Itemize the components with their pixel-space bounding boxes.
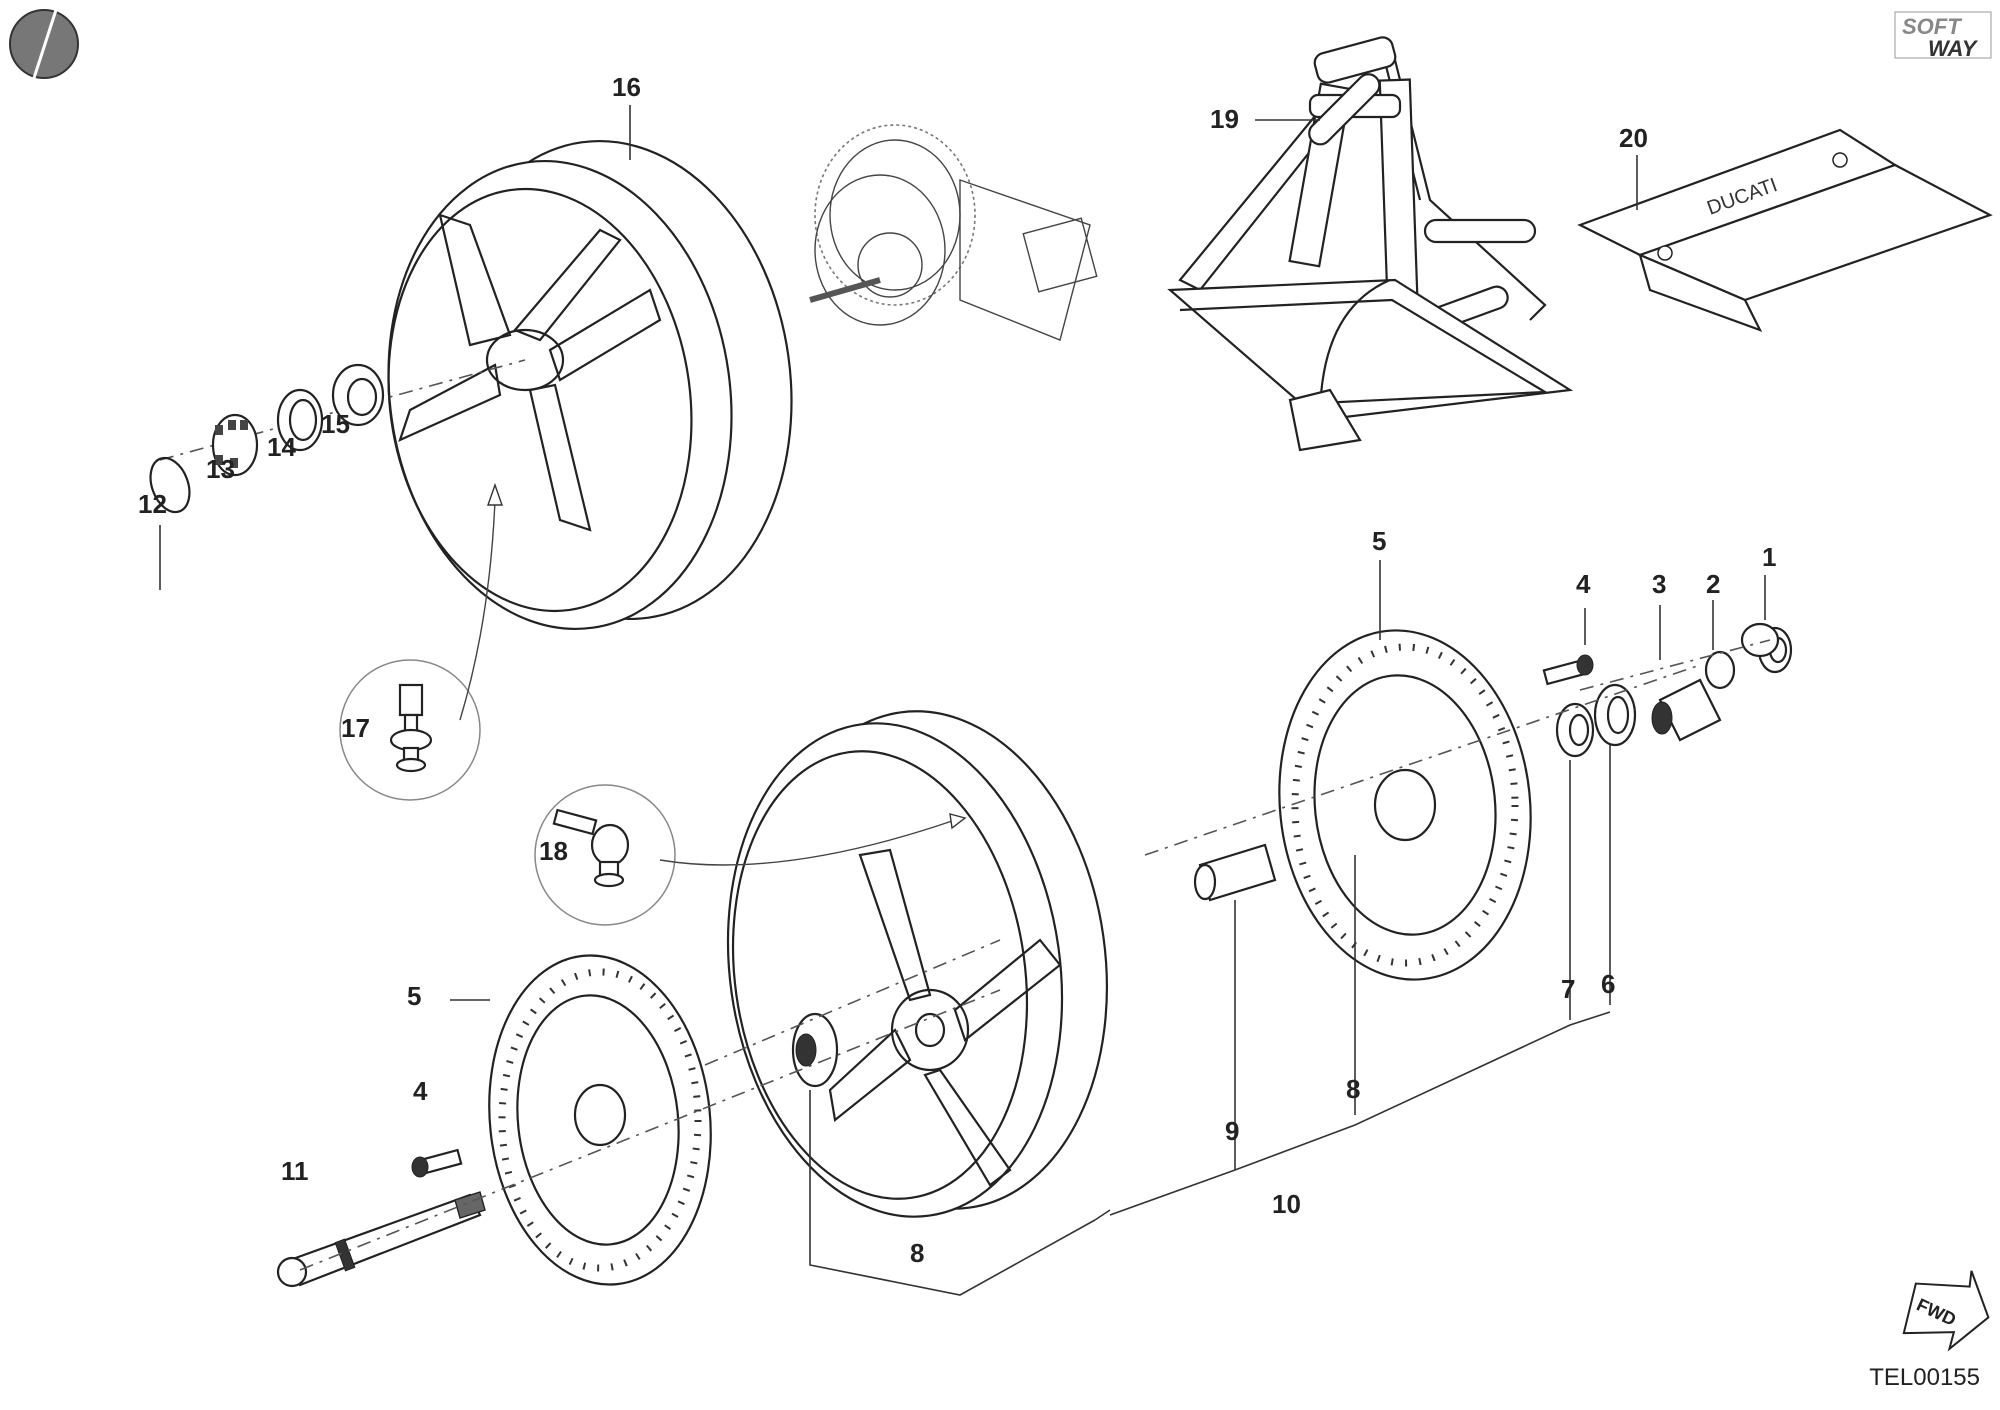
callout-2: 2 [1706, 569, 1720, 599]
valve-detail-18 [534, 784, 967, 926]
group-leaders [809, 745, 1611, 1296]
callout-7: 7 [1561, 974, 1575, 1004]
front-wheel [726, 710, 1109, 1218]
front-axle [276, 1191, 486, 1288]
callout-12: 12 [138, 489, 167, 519]
softway-logo: SOFT WAY [1894, 11, 1992, 61]
callout-4-right: 4 [1576, 569, 1591, 599]
callout-14: 14 [267, 432, 296, 462]
callout-leaders [159, 105, 1766, 1001]
rear-wheel [387, 139, 793, 631]
center-lines [299, 639, 1771, 1271]
stand-cover: DUCATI [1577, 128, 1993, 332]
callout-20: 20 [1619, 123, 1648, 153]
paddock-stand [1167, 36, 1574, 452]
callout-1: 1 [1762, 542, 1776, 572]
callout-3: 3 [1652, 569, 1666, 599]
callout-8-left: 8 [910, 1238, 924, 1268]
callout-17: 17 [341, 713, 370, 743]
callout-15: 15 [321, 409, 350, 439]
rear-axle-parts [149, 359, 526, 514]
disc-bolts [411, 654, 1594, 1178]
callout-5-left: 5 [407, 981, 421, 1011]
logo-text-top: SOFT [1902, 14, 1962, 39]
callout-16: 16 [612, 72, 641, 102]
right-side-spacers [1555, 622, 1793, 758]
front-right-disc [1278, 629, 1532, 981]
callout-numbers: 1 2 3 4 4 5 5 6 7 8 8 9 10 11 12 13 14 1… [138, 72, 1776, 1268]
callout-5-right: 5 [1372, 526, 1386, 556]
badge-icon [9, 9, 79, 79]
rear-sprocket-assembly [809, 124, 1098, 341]
callout-6: 6 [1601, 969, 1615, 999]
logo-text-bottom: WAY [1928, 36, 1979, 61]
callout-10: 10 [1272, 1189, 1301, 1219]
front-left-disc [488, 954, 712, 1286]
callout-4-left: 4 [413, 1076, 428, 1106]
callout-19: 19 [1210, 104, 1239, 134]
callout-8-right: 8 [1346, 1074, 1360, 1104]
callout-11: 11 [281, 1156, 309, 1186]
fwd-arrow-icon: FWD [1902, 1270, 1990, 1352]
valve-detail-17 [339, 482, 503, 801]
callout-13: 13 [206, 454, 235, 484]
callout-18: 18 [539, 836, 568, 866]
drawing-code: TEL00155 [1869, 1364, 1980, 1391]
callout-9: 9 [1225, 1116, 1239, 1146]
